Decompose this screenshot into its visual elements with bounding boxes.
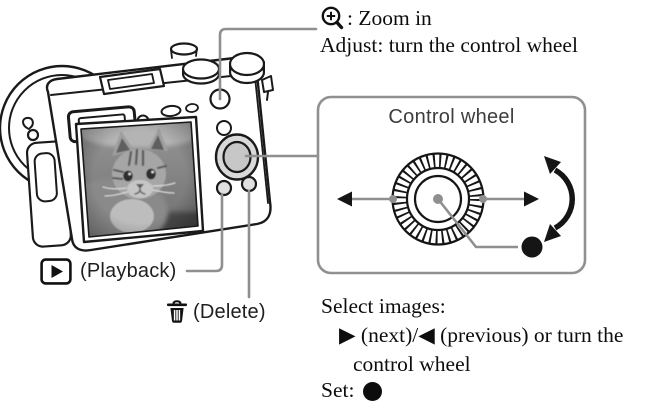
- small-button: [185, 103, 199, 113]
- control-wheel-panel: [316, 95, 587, 275]
- shutter-knob: [169, 42, 199, 59]
- set-leader-line: [436, 198, 518, 249]
- set-dot-icon: [521, 236, 543, 258]
- previous-arrow: [337, 191, 397, 207]
- filled-circle-icon: [363, 381, 383, 401]
- strap-lug-left: [22, 116, 40, 142]
- set-text: Set:: [321, 378, 355, 402]
- right-edge-line: [254, 76, 269, 204]
- curved-double-arrow-icon: [544, 156, 575, 242]
- next-arrow: [479, 191, 539, 207]
- playback-connector-line: [185, 192, 224, 273]
- movie-button: [216, 120, 232, 136]
- zoom-in-text: : Zoom in: [347, 6, 432, 30]
- menu-button: [160, 104, 182, 118]
- wheel-knurling: [393, 154, 483, 244]
- control-dial: [181, 58, 221, 85]
- camera-illustration: [0, 42, 274, 252]
- lcd-screen-frame: [80, 121, 199, 238]
- playback-callout: (Playback): [40, 258, 176, 285]
- select-images-line1: ▶ (next)/◀ (previous) or turn the: [339, 323, 624, 347]
- select-images-line2: control wheel: [353, 352, 471, 376]
- delete-callout: (Delete): [167, 300, 266, 324]
- delete-text: (Delete): [193, 300, 266, 323]
- magnifier-plus-icon: [321, 6, 344, 30]
- zoom-in-callout: : Zoom in: [320, 5, 432, 34]
- card-door: [33, 152, 58, 203]
- wheel-diagram: [337, 152, 575, 258]
- playback-button: [215, 179, 233, 197]
- set-instruction: Set:: [321, 377, 383, 403]
- adjust-text: Adjust: turn the control wheel: [320, 33, 578, 57]
- hot-shoe: [98, 67, 166, 96]
- delete-button: [240, 175, 258, 193]
- zoom-connector-line: [218, 27, 318, 101]
- trash-icon: [167, 300, 187, 323]
- playback-triangle-box-icon: [40, 258, 72, 285]
- control-wheel-title: Control wheel: [388, 106, 515, 128]
- playback-text: (Playback): [80, 260, 177, 282]
- strap-lug-right: [261, 75, 274, 101]
- right-triangle-icon: [524, 191, 539, 207]
- mode-dial: [228, 51, 266, 85]
- select-images-heading: Select images:: [321, 294, 446, 318]
- left-triangle-icon: [337, 191, 352, 207]
